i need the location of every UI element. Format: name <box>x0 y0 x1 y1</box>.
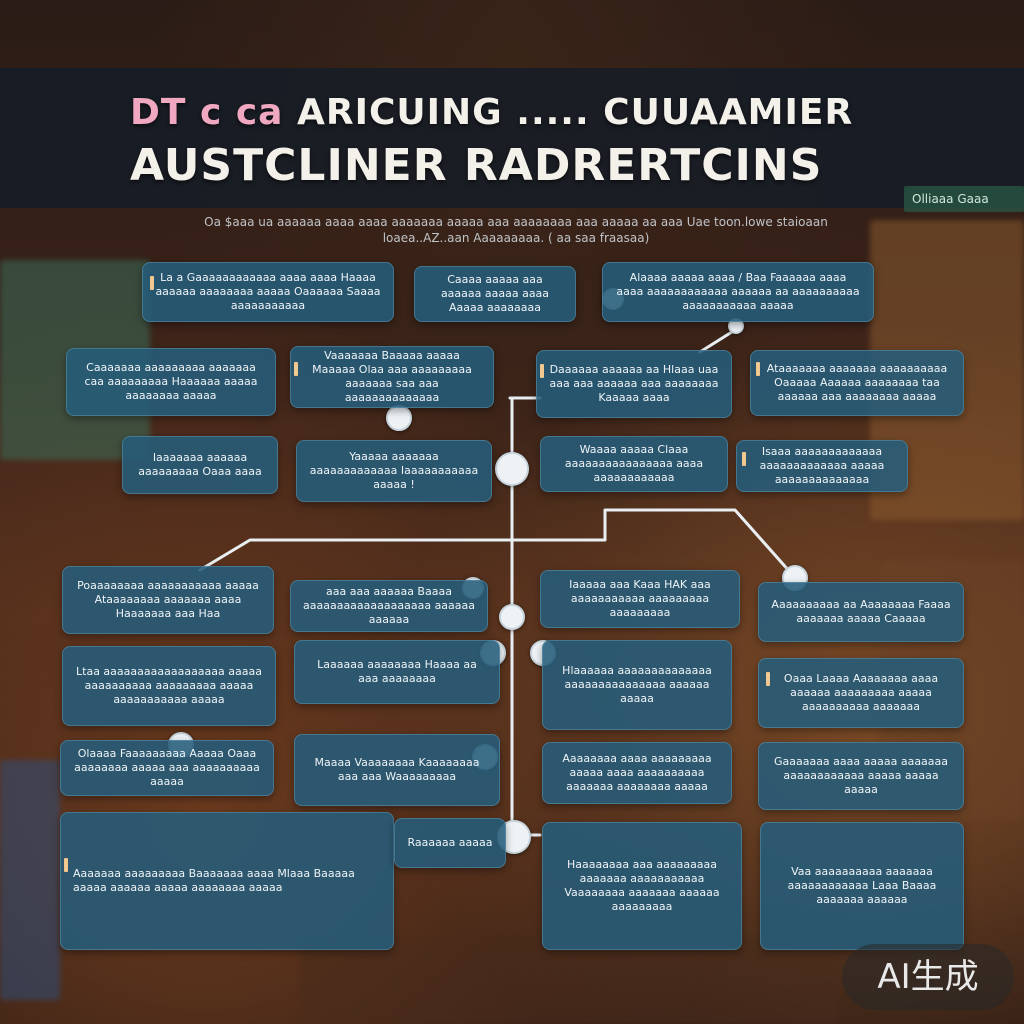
info-box: Iaaaaaaa aaaaaa aaaaaaaaa Oaaa aaaa <box>122 436 278 494</box>
connector-left-branch <box>198 538 514 572</box>
accent-mark <box>540 364 544 378</box>
info-box: La a Gaaaaaaaaaaaa aaaa aaaa Haaaa aaaaa… <box>142 262 394 322</box>
info-box: Vaaaaaaa Baaaaa aaaaa Maaaaa Olaa aaa aa… <box>290 346 494 408</box>
info-box: aaa aaa aaaaaa Baaaa aaaaaaaaaaaaaaaaaaa… <box>290 580 488 632</box>
title-prefix: DT c ca <box>130 92 284 133</box>
accent-mark <box>742 452 746 466</box>
accent-mark <box>294 362 298 376</box>
info-box: Isaaa aaaaaaaaaaaaa aaaaaaaaaaaaa aaaaa … <box>736 440 908 492</box>
info-box: Yaaaaa aaaaaaa aaaaaaaaaaaaa Iaaaaaaaaaa… <box>296 440 492 502</box>
info-box: Raaaaaa aaaaa <box>394 818 506 868</box>
background-shelf <box>300 940 840 1024</box>
diagram-subtitle: Oa $aaa ua aaaaaa aaaa aaaa aaaaaaa aaaa… <box>204 215 828 245</box>
info-box: Hlaaaaaa aaaaaaaaaaaaaa aaaaaaaaaaaaaaa … <box>542 640 732 730</box>
accent-mark <box>150 276 154 290</box>
info-box: Haaaaaaaa aaa aaaaaaaaa aaaaaaa aaaaaaaa… <box>542 822 742 950</box>
info-box: Iaaaaa aaa Kaaa HAK aaa aaaaaaaaaaa aaaa… <box>540 570 740 628</box>
info-box: Oaaa Laaaa Aaaaaaaa aaaa aaaaaa aaaaaaaa… <box>758 658 964 728</box>
info-box: Alaaaa aaaaa aaaa / Baa Faaaaaa aaaa aaa… <box>602 262 874 322</box>
info-box: Laaaaaa aaaaaaaa Haaaa aa aaa aaaaaaaa <box>294 640 500 704</box>
info-box: Aaaaaaaa aaaa aaaaaaaaa aaaaa aaaa aaaaa… <box>542 742 732 804</box>
corner-tag: Olliaaa Gaaa <box>904 186 1024 212</box>
connector-top-branch <box>510 396 542 467</box>
info-box: Caaaa aaaaa aaa aaaaaa aaaaa aaaa Aaaaa … <box>414 266 576 322</box>
info-box: Caaaaaaa aaaaaaaaa aaaaaaa caa aaaaaaaaa… <box>66 348 276 416</box>
diagram-title-line-2: AUSTCLINER RADRERTCINS <box>130 140 823 191</box>
info-box: Vaa aaaaaaaaaa aaaaaaa aaaaaaaaaaaa Laaa… <box>760 822 964 950</box>
info-box: Ataaaaaaa aaaaaaa aaaaaaaaaa Oaaaaa Aaaa… <box>750 350 964 416</box>
ai-generated-watermark: AI生成 <box>842 944 1014 1010</box>
info-box: Gaaaaaaa aaaa aaaaa aaaaaaa aaaaaaaaaaaa… <box>758 742 964 810</box>
accent-mark <box>64 858 68 872</box>
info-box: Aaaaaaaaaa aa Aaaaaaaa Faaaa aaaaaaa aaa… <box>758 582 964 642</box>
connector-top-right <box>698 328 737 354</box>
connector-right-branch <box>510 508 792 574</box>
info-box: Maaaa Vaaaaaaaa Kaaaaaaaa aaa aaa Waaaaa… <box>294 734 500 806</box>
info-box: Poaaaaaaaa aaaaaaaaaaa aaaaa Ataaaaaaaa … <box>62 566 274 634</box>
node-circle <box>386 405 412 431</box>
background-shelf <box>0 760 60 1000</box>
info-box: Olaaaa Faaaaaaaaa Aaaaa Oaaa aaaaaaaa aa… <box>60 740 274 796</box>
info-box: Daaaaaa aaaaaa aa Hlaaa uaa aaa aaa aaaa… <box>536 350 732 418</box>
accent-mark <box>766 672 770 686</box>
node-circle <box>499 604 525 630</box>
info-box: Aaaaaaa aaaaaaaaa Baaaaaaa aaaa Mlaaa Ba… <box>60 812 394 950</box>
info-box: Waaaa aaaaa Claaa aaaaaaaaaaaaaaaa aaaa … <box>540 436 728 492</box>
node-circle <box>495 452 529 486</box>
diagram-title-line-1: DT c ca ARICUING ..... CUUAAMIER <box>130 92 853 133</box>
title-banner <box>0 68 1024 208</box>
accent-mark <box>756 362 760 376</box>
title-main: ARICUING ..... CUUAAMIER <box>297 92 854 133</box>
info-box: Ltaa aaaaaaaaaaaaaaaaaa aaaaa aaaaaaaaaa… <box>62 646 276 726</box>
